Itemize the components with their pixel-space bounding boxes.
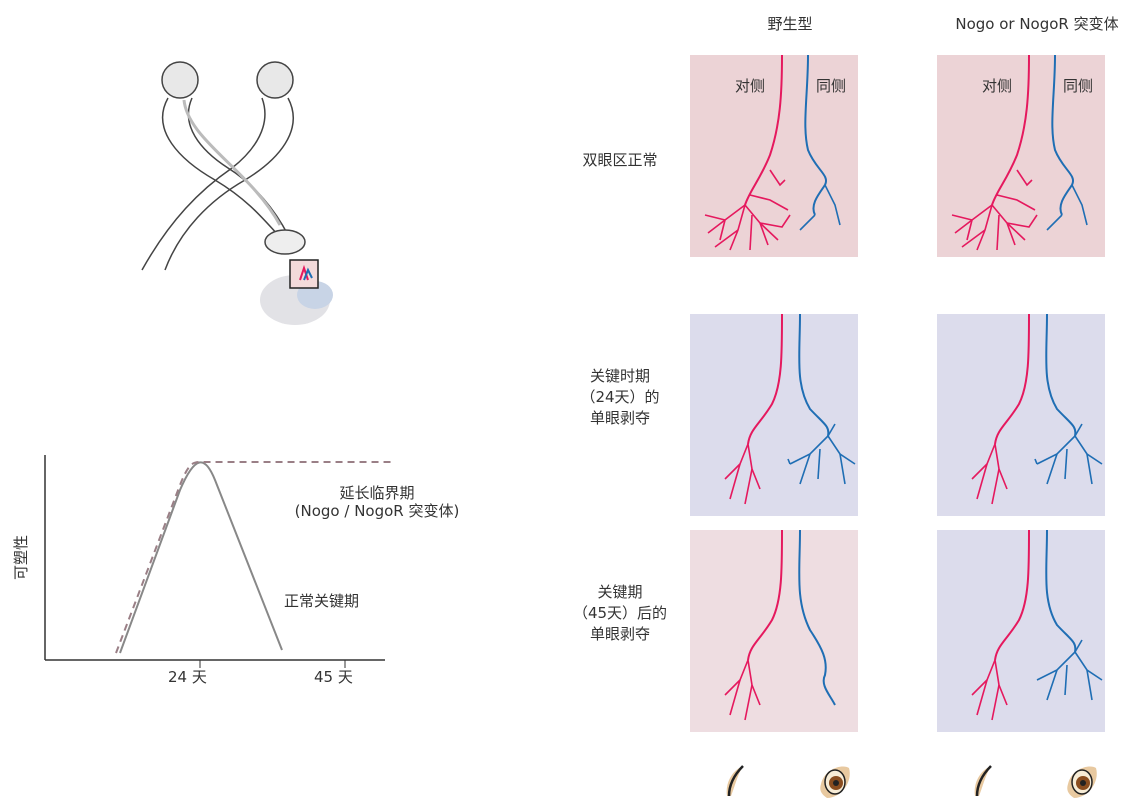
contra-arbor — [951, 169, 1038, 251]
axon-drawing — [971, 314, 1103, 505]
visual-cortex-icon — [260, 259, 333, 325]
eye-icons — [726, 765, 1097, 798]
contra-axon — [994, 314, 1030, 445]
row-label-line: 单眼剥夺 — [589, 625, 650, 643]
ipsi-arbor — [1034, 423, 1103, 485]
open-eye-icon — [820, 766, 850, 798]
contra-arbor — [704, 169, 791, 251]
row-label-normal: 双眼区正常 — [560, 150, 680, 171]
row-label-line: （45天）后的 — [572, 604, 668, 622]
ipsi-axon — [798, 314, 830, 437]
axon-drawing — [724, 314, 856, 505]
contra-axon — [744, 55, 783, 206]
row-label-line: 关键期 — [597, 583, 643, 601]
row-label-line: 单眼剥夺 — [589, 409, 650, 427]
ipsi-arbor — [1036, 639, 1103, 701]
contra-arbor — [971, 443, 1008, 505]
closed-eye-icon — [974, 765, 992, 797]
row-label-line: （24天）的 — [580, 388, 660, 406]
graph-ylabel: 可塑性 — [12, 534, 30, 580]
ipsi-arbor — [787, 423, 856, 485]
axon-drawing — [724, 530, 836, 721]
extended-period-label: 延长临界期 (Nogo / NogoR 突变体) — [282, 484, 472, 520]
normal-curve — [119, 461, 283, 654]
closed-eye-icon — [726, 765, 744, 797]
optic-nerve-right-inner — [141, 97, 266, 271]
panel-mut-normal: 对侧 同侧 — [937, 55, 1105, 257]
contra-axon — [994, 530, 1030, 661]
contra-axon — [747, 314, 783, 445]
open-eye-icon — [1067, 766, 1097, 798]
axon-drawing — [951, 55, 1088, 251]
panel-mut-after — [937, 530, 1105, 732]
row-label-line: 双眼区正常 — [582, 151, 658, 169]
ipsi-axon — [804, 55, 828, 216]
ipsi-label: 同侧 — [816, 77, 847, 95]
row-label-line: 关键时期 — [589, 367, 650, 385]
lgn-icon — [264, 229, 306, 255]
contra-label: 对侧 — [982, 77, 1013, 95]
label-line: (Nogo / NogoR 突变体) — [294, 502, 460, 520]
right-eye-icon — [256, 61, 294, 99]
fiber-tract — [182, 99, 282, 226]
panel-wt-normal: 对侧 同侧 — [690, 55, 858, 257]
contra-arbor — [724, 659, 761, 721]
ipsi-arbor — [799, 184, 841, 231]
plasticity-graph — [44, 455, 392, 668]
tick-label-45: 45 天 — [314, 668, 353, 686]
contra-axon — [747, 530, 783, 661]
panel-wt-after — [690, 530, 858, 732]
contra-arbor — [971, 659, 1008, 721]
contra-arbor — [724, 443, 761, 505]
optic-nerve-left-inner — [187, 97, 289, 236]
ipsi-axon — [1051, 55, 1075, 216]
panel-wt-critical — [690, 314, 858, 516]
ipsi-arbor — [1046, 184, 1088, 231]
visual-pathway-diagram — [141, 61, 333, 325]
panel-mut-critical — [937, 314, 1105, 516]
row-label-critical: 关键时期 （24天）的 单眼剥夺 — [560, 366, 680, 429]
label-line: 延长临界期 — [339, 484, 415, 502]
axon-drawing — [971, 530, 1103, 721]
ipsi-axon — [1045, 530, 1077, 653]
axon-drawing — [704, 55, 841, 251]
left-eye-icon — [161, 61, 199, 99]
contra-axon — [991, 55, 1030, 206]
contra-label: 对侧 — [735, 77, 766, 95]
ipsi-axon — [798, 530, 836, 706]
tick-label-24: 24 天 — [168, 668, 207, 686]
normal-period-label: 正常关键期 — [284, 592, 360, 610]
ipsi-axon — [1045, 314, 1077, 437]
ipsi-label: 同侧 — [1063, 77, 1094, 95]
row-label-after: 关键期 （45天）后的 单眼剥夺 — [560, 582, 680, 645]
column-header-wildtype: 野生型 — [767, 15, 813, 33]
column-header-mutant: Nogo or NogoR 突变体 — [955, 15, 1119, 33]
